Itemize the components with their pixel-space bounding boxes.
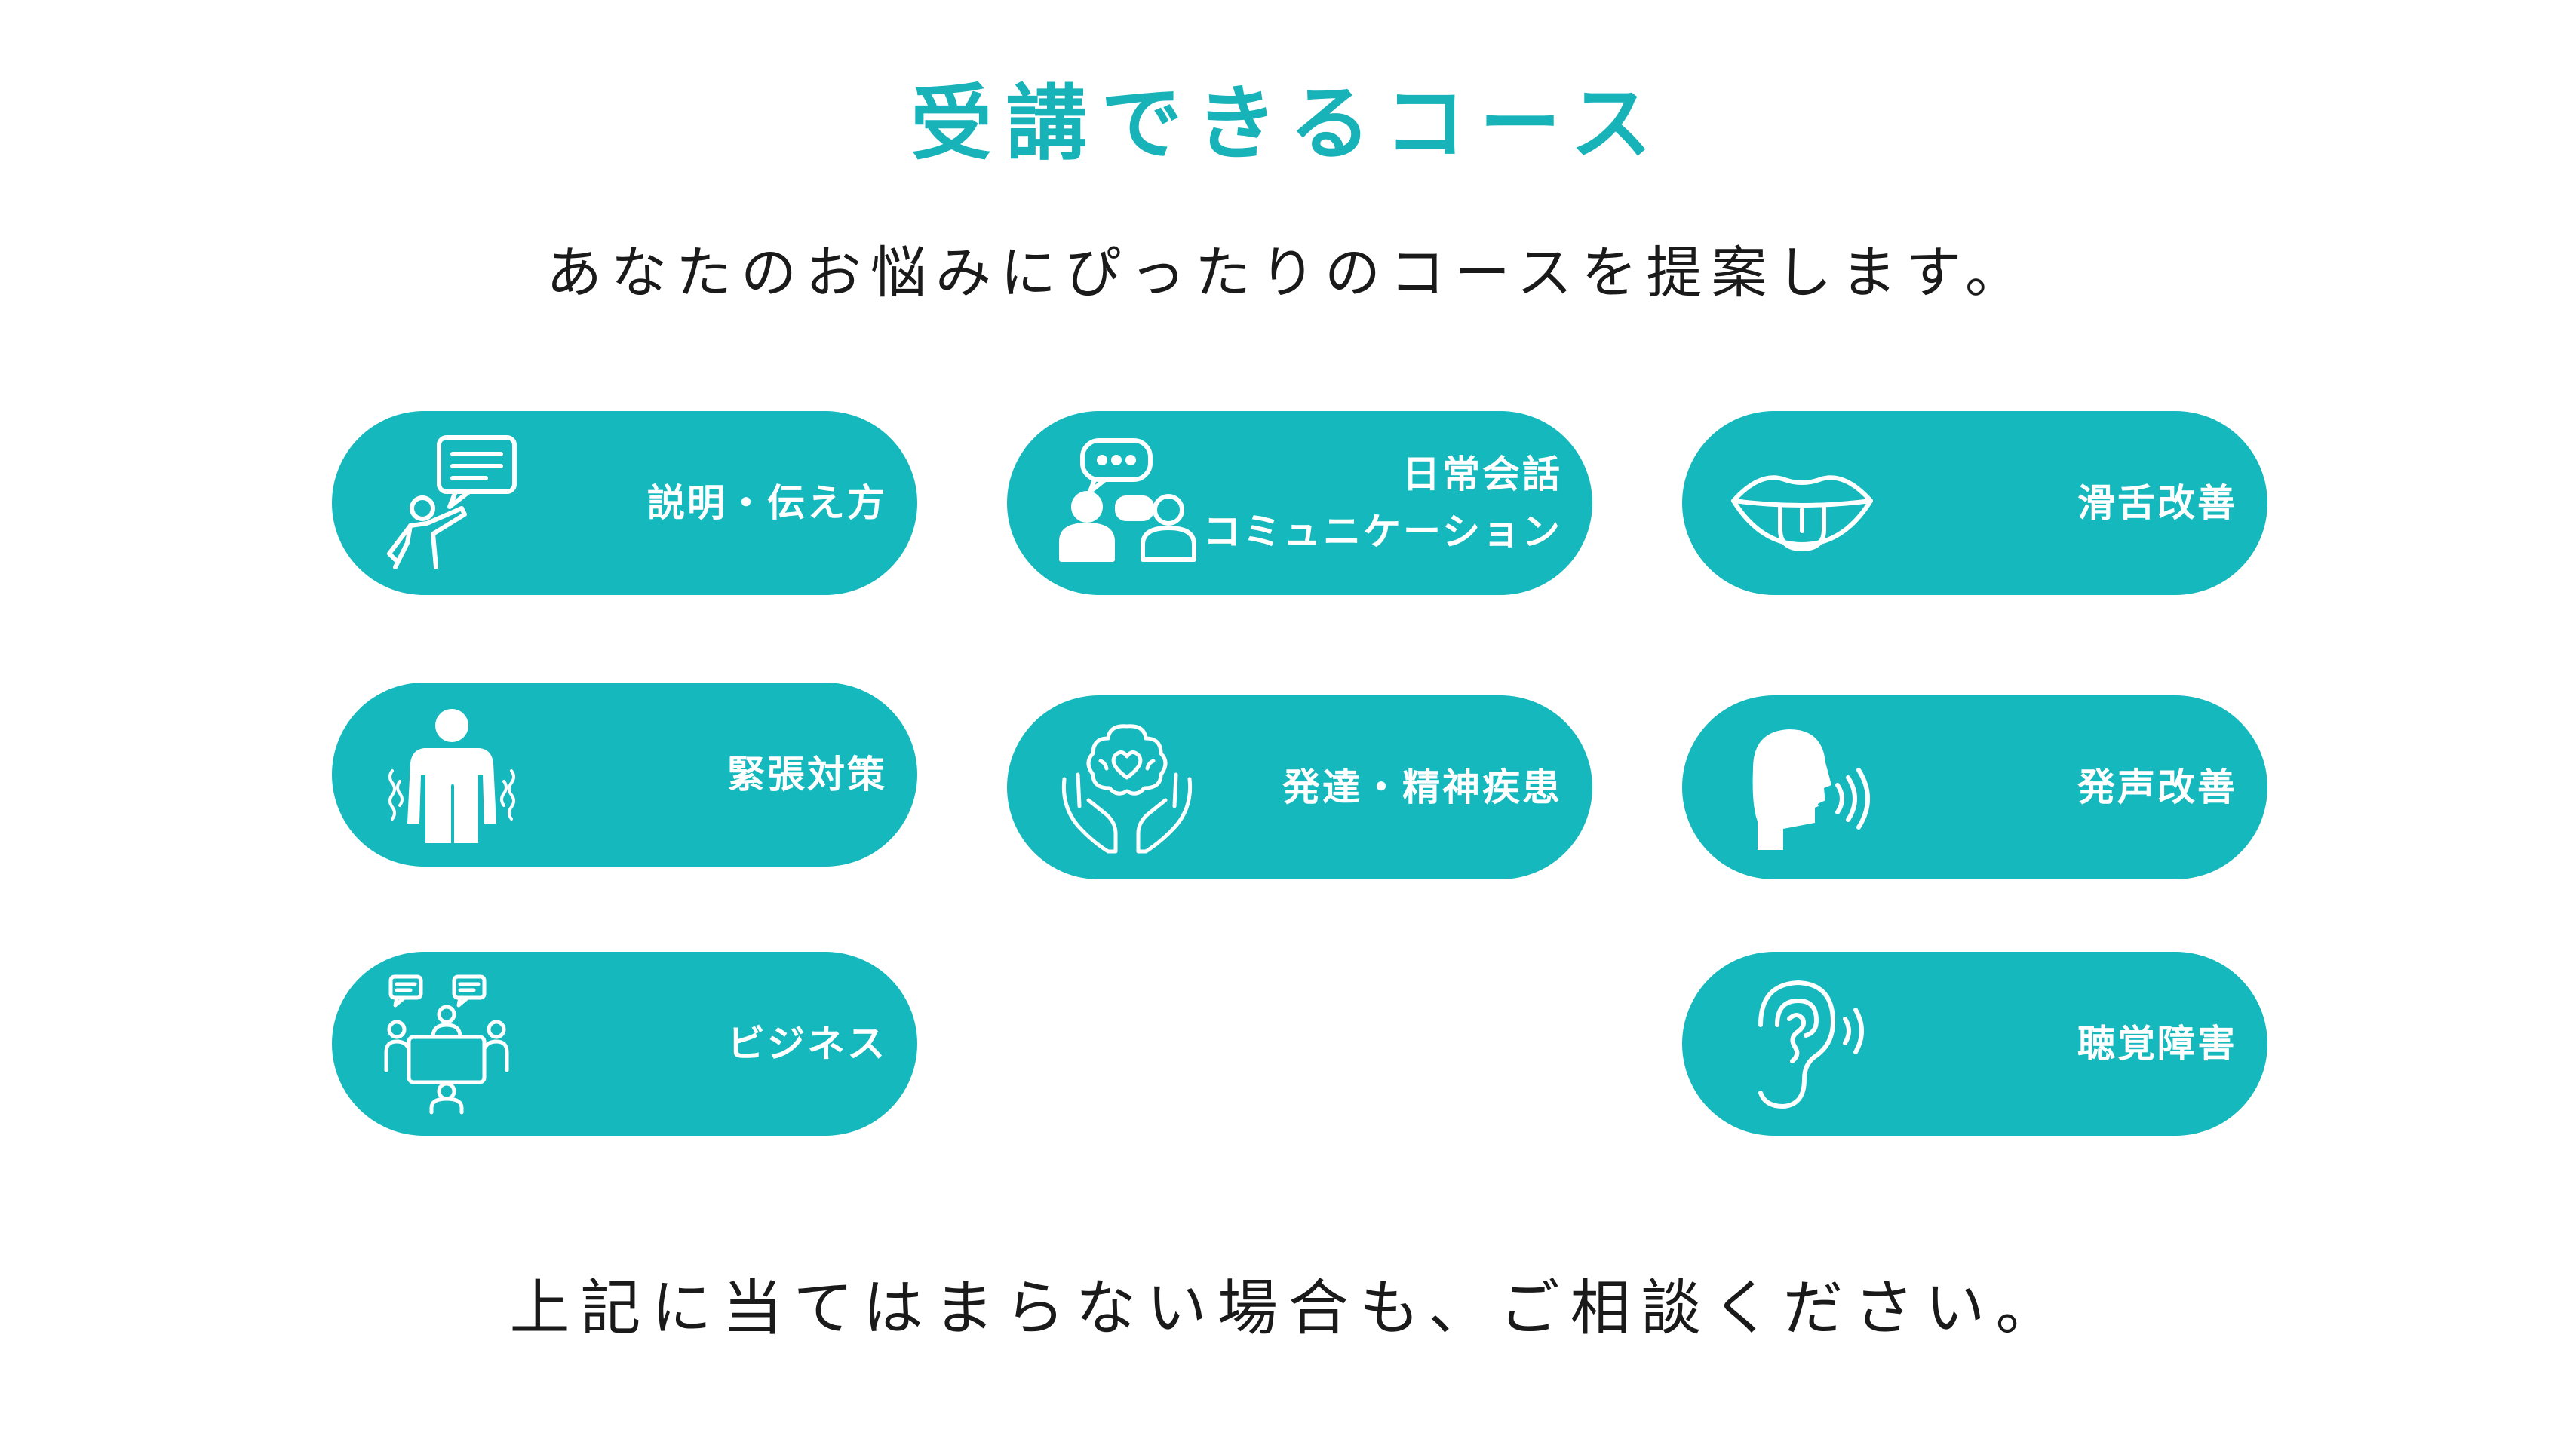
course-card-voice[interactable]: 発声改善	[1682, 695, 2267, 879]
brain-hands-heart-icon	[1055, 716, 1199, 859]
conversation-people-icon	[1055, 431, 1199, 575]
footer-note: 上記に当てはまらない場合も、ご相談ください。	[509, 1273, 2067, 1343]
course-label: 滑舌改善	[2077, 481, 2237, 525]
course-label: 説明・伝え方	[647, 481, 887, 525]
page-subtitle: あなたのお悩みにぴったりのコースを提案します。	[546, 241, 2030, 305]
course-card-developmental-mental[interactable]: 発達・精神疾患	[1007, 695, 1592, 879]
course-card-articulation[interactable]: 滑舌改善	[1682, 411, 2267, 595]
course-card-daily-conversation[interactable]: 日常会話 コミュニケーション	[1007, 411, 1592, 595]
page-title: 受講できるコース	[910, 77, 1666, 171]
speaking-head-icon	[1730, 716, 1874, 859]
course-label: 発声改善	[2077, 765, 2237, 809]
course-label: 発達・精神疾患	[1282, 765, 1562, 809]
ear-sound-icon	[1730, 972, 1874, 1115]
nervous-person-icon	[380, 703, 523, 846]
course-card-nervousness[interactable]: 緊張対策	[332, 683, 917, 867]
presenter-speech-icon	[380, 431, 523, 575]
course-card-hearing[interactable]: 聴覚障害	[1682, 952, 2267, 1136]
business-meeting-icon	[380, 972, 523, 1115]
course-label: 聴覚障害	[2077, 1022, 2237, 1066]
course-card-business[interactable]: ビジネス	[332, 952, 917, 1136]
course-label: 緊張対策	[727, 753, 887, 796]
mouth-tongue-icon	[1730, 431, 1874, 575]
course-label: 日常会話 コミュニケーション	[1203, 452, 1562, 554]
course-card-explanation[interactable]: 説明・伝え方	[332, 411, 917, 595]
course-label: ビジネス	[727, 1022, 887, 1066]
